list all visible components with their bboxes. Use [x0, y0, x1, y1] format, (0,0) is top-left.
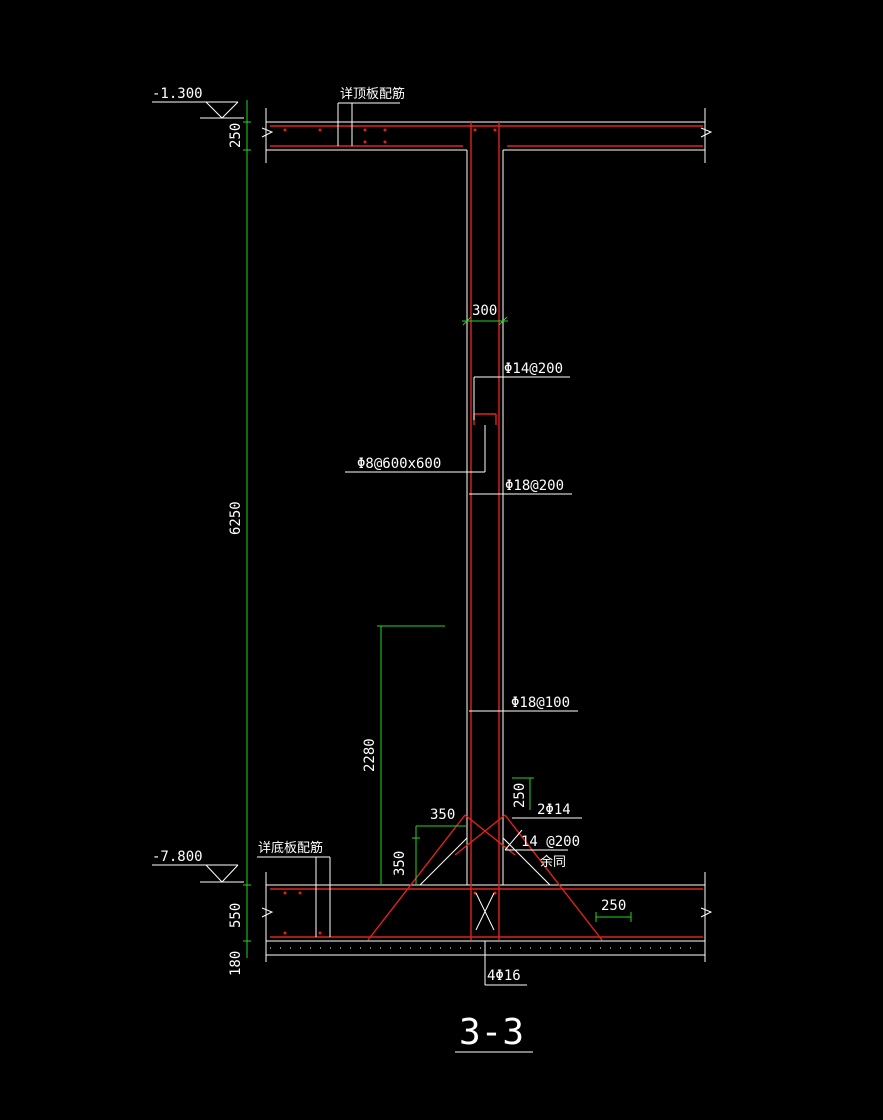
leader-lines	[257, 102, 582, 986]
elevation-bottom-label: -7.800	[152, 849, 203, 865]
top-slab-note: 详顶板配筋	[340, 86, 405, 102]
rebar-bottom-bars: 4Φ16	[487, 968, 521, 984]
rest-same-note: 余同	[540, 854, 566, 870]
bottom-slab-note: 详底板配筋	[258, 840, 323, 856]
dim-top-slab-thickness: 250	[228, 123, 244, 148]
elevation-marker-top	[152, 101, 244, 119]
section-title: 3-3	[459, 1012, 524, 1053]
concrete-outline	[261, 108, 713, 962]
rebar-vertical-lower: Φ18@100	[511, 695, 570, 711]
dim-haunch-zone: 2280	[362, 738, 378, 772]
dim-haunch-width: 350	[430, 807, 455, 823]
dim-wall-height: 6250	[228, 501, 244, 535]
rebar-lines	[270, 122, 703, 941]
dim-haunch-height: 350	[392, 851, 408, 876]
elevation-marker-bottom	[152, 864, 244, 883]
elevation-top-label: -1.300	[152, 86, 203, 102]
dim-bottom-slab-thickness: 550	[228, 903, 244, 928]
rebar-horizontal: Φ18@200	[505, 478, 564, 494]
dim-wall-thickness: 300	[472, 303, 497, 319]
rebar-haunch-dist: 14 @200	[521, 834, 580, 850]
rebar-dots	[283, 128, 497, 935]
dim-250-horizontal: 250	[601, 898, 626, 914]
rebar-tie-bars: Φ8@600x600	[357, 456, 441, 472]
dim-bedding: 180	[228, 951, 244, 976]
dim-250-vertical: 250	[512, 783, 528, 808]
dimension-lines	[243, 100, 632, 958]
rebar-haunch-bars: 2Φ14	[537, 802, 571, 818]
rebar-vertical-upper: Φ14@200	[504, 361, 563, 377]
